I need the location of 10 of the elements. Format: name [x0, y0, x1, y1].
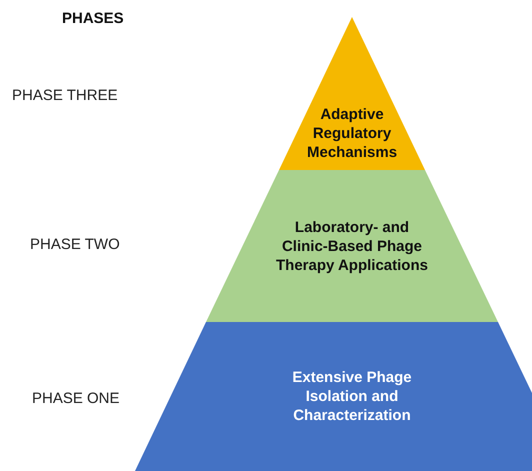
- pyramid-tier: [135, 322, 532, 471]
- pyramid-tier: [206, 170, 498, 322]
- pyramid-tier: [279, 17, 425, 170]
- tier-label: Extensive Phage Isolation and Characterization: [291, 368, 413, 425]
- phase-label: PHASE THREE: [12, 87, 118, 104]
- phase-label: PHASE ONE: [32, 390, 120, 407]
- column-heading: PHASES: [62, 10, 124, 27]
- tier-label: Laboratory- and Clinic-Based Phage Therapy Applications: [275, 218, 429, 275]
- tier-label: Adaptive Regulatory Mechanisms: [307, 105, 397, 162]
- phase-label: PHASE TWO: [30, 236, 120, 253]
